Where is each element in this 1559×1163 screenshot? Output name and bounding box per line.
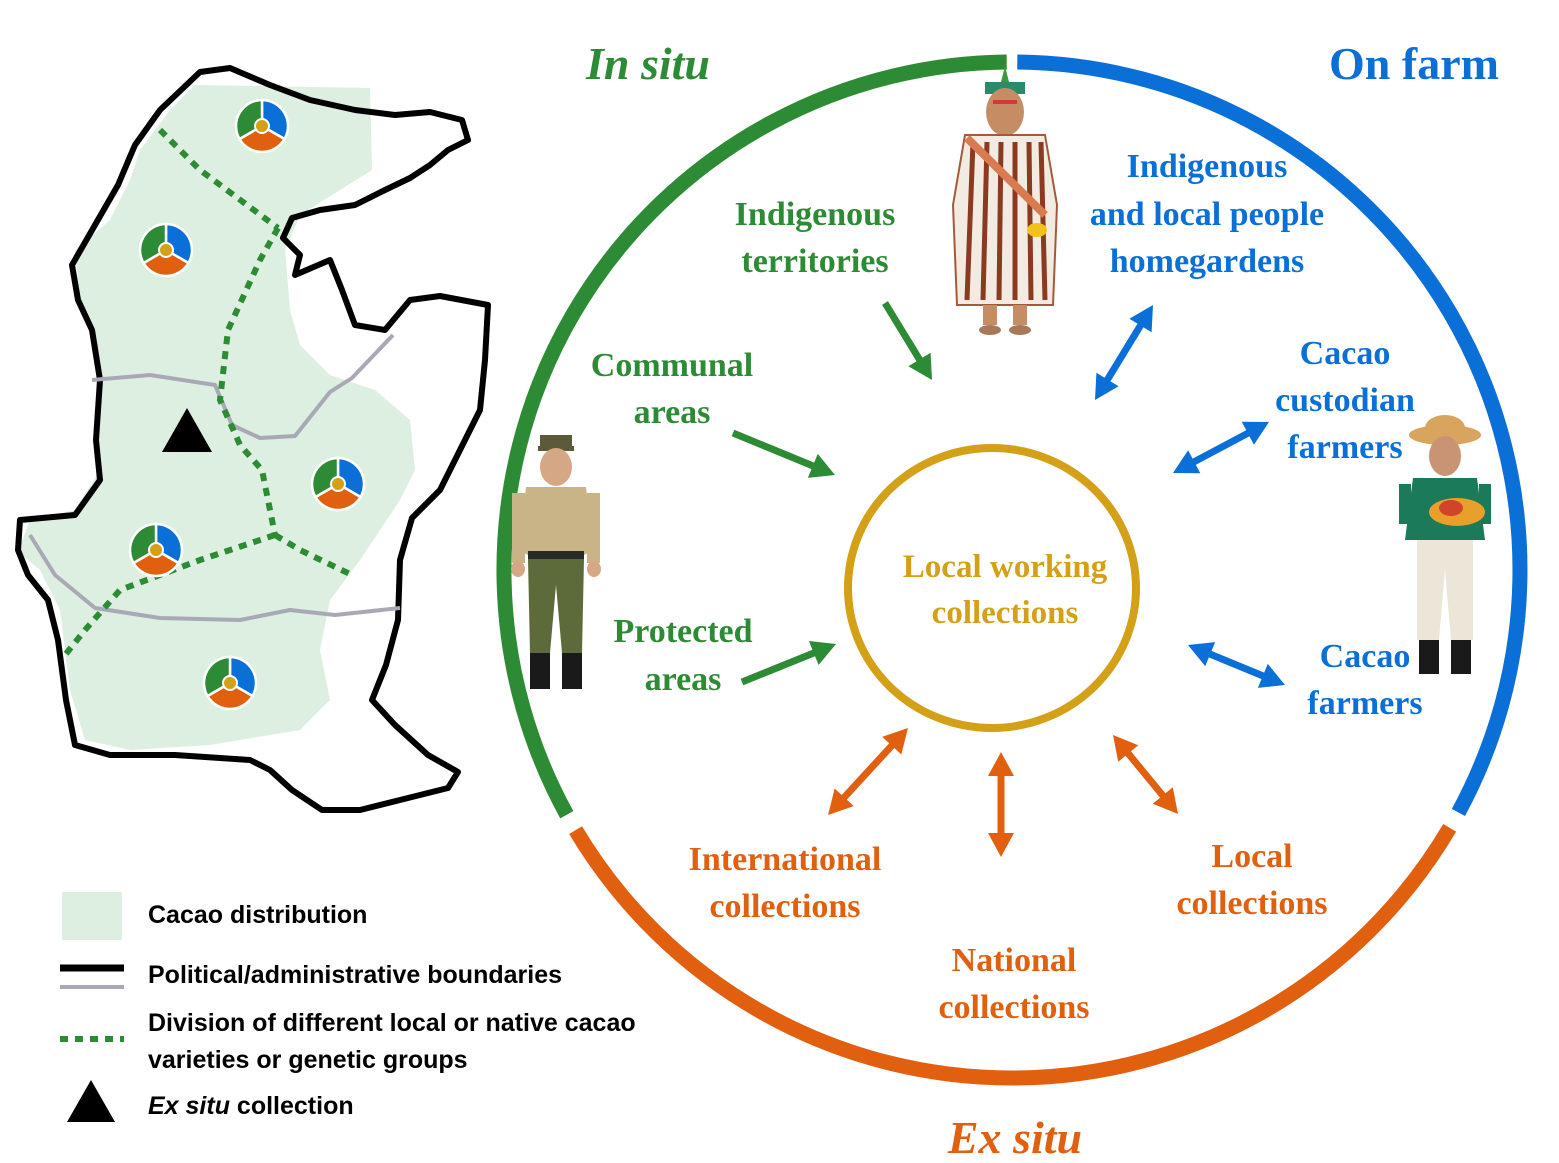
- arrow-local-collections-head: [1152, 787, 1178, 814]
- arrow-cacao-farmers-tail: [1188, 642, 1216, 667]
- indigenous-territories-line2: territories: [741, 243, 888, 280]
- ex-situ-labels: International collections National colle…: [689, 838, 1328, 1026]
- protected-areas-line2: areas: [645, 661, 722, 698]
- tri-color-pie-icon: [310, 456, 366, 512]
- custodian-farmers-line3: farmers: [1287, 429, 1402, 466]
- arrow-homegardens: [1101, 318, 1147, 387]
- pie-wedge: [131, 548, 181, 578]
- center-circle: [844, 444, 1140, 732]
- arrow-cacao-farmers: [1203, 648, 1270, 682]
- communal-areas-line1: Communal: [591, 347, 753, 384]
- genetic-group-divisions: [62, 127, 354, 657]
- gray-boundary-north: [91, 333, 395, 440]
- in-situ-labels: Indigenous territories Communal areas Pr…: [591, 196, 896, 698]
- farmer-illustration: [1399, 415, 1491, 674]
- arrow-national-collections-head: [988, 833, 1014, 857]
- arrow-communal-areas-head: [807, 453, 835, 478]
- arrow-communal-areas: [731, 429, 820, 472]
- national-collections-line2: collections: [938, 989, 1089, 1026]
- legend-distribution-swatch: [62, 892, 122, 940]
- arrow-homegardens-head: [1095, 372, 1119, 400]
- gray-boundary-south: [28, 533, 401, 622]
- arrow-protected-areas-head: [808, 640, 836, 666]
- tri-color-pie-icon: [128, 522, 184, 578]
- arrow-national-collections-tail: [988, 752, 1014, 776]
- label-ex-situ: Ex situ: [947, 1112, 1082, 1163]
- custodian-farmers-line1: Cacao: [1300, 335, 1391, 372]
- custodian-farmers-line2: custodian: [1275, 382, 1415, 419]
- protected-areas-line1: Protected: [613, 613, 752, 650]
- political-boundary-outline: [15, 65, 491, 813]
- ex-situ-triangle-icon: [162, 408, 212, 452]
- arrow-cacao-farmers-head: [1257, 663, 1285, 688]
- legend-division-label-line1: Division of different local or native ca…: [148, 1009, 636, 1037]
- local-collections-line2: collections: [1176, 885, 1327, 922]
- international-collections-line2: collections: [709, 888, 860, 925]
- arrow-indigenous-territories-head: [908, 352, 932, 380]
- tri-color-pie-icon: [138, 222, 194, 278]
- region-map: [15, 65, 491, 813]
- pie-wedge: [313, 482, 363, 512]
- arrow-custodian-farmers: [1187, 427, 1255, 468]
- arrow-local-collections-tail: [1113, 735, 1139, 762]
- pie-wedge: [141, 248, 191, 278]
- legend-distribution-label: Cacao distribution: [148, 901, 367, 929]
- local-collections-line1: Local: [1211, 838, 1292, 875]
- center-label-line2: collections: [932, 595, 1079, 631]
- arrow-international-collections-tail: [882, 728, 908, 755]
- arrow-group: [731, 301, 1285, 857]
- arrow-international-collections: [837, 738, 899, 805]
- pie-center-dot: [158, 242, 174, 258]
- arrow-local-collections: [1121, 746, 1170, 803]
- center-label-line1: Local working: [903, 549, 1108, 585]
- homegardens-line2: and local people: [1090, 196, 1324, 233]
- ring-arc-in-situ: [496, 54, 1007, 819]
- pie-center-dot: [330, 476, 346, 492]
- tri-color-pie-icon: [202, 655, 258, 711]
- pie-wedge: [237, 124, 287, 154]
- arrow-custodian-farmers-head: [1173, 450, 1201, 474]
- arrow-custodian-farmers-tail: [1241, 421, 1269, 445]
- legend-triangle-icon: [67, 1080, 115, 1122]
- pie-group: [128, 98, 366, 711]
- arrow-homegardens-tail: [1129, 305, 1153, 333]
- tri-color-pie-icon: [234, 98, 290, 154]
- pie-center-dot: [254, 118, 270, 134]
- ranger-illustration: [511, 435, 601, 689]
- homegardens-line3: homegardens: [1110, 243, 1305, 280]
- pie-center-dot: [148, 542, 164, 558]
- arrow-international-collections-head: [828, 788, 854, 815]
- cacao-farmers-line2: farmers: [1307, 685, 1422, 722]
- pie-center-dot: [222, 675, 238, 691]
- legend-boundaries-label: Political/administrative boundaries: [148, 961, 562, 989]
- on-farm-labels: Indigenous and local people homegardens …: [1090, 148, 1423, 722]
- pie-wedge: [205, 681, 255, 711]
- cacao-farmers-line1: Cacao: [1320, 638, 1411, 675]
- arrow-protected-areas: [740, 647, 821, 686]
- ring-arc-on-farm: [1017, 54, 1528, 816]
- label-in-situ: In situ: [585, 38, 710, 89]
- international-collections-line1: International: [689, 841, 882, 878]
- legend-ex-situ-rest: collection: [230, 1092, 354, 1120]
- indigenous-person-illustration: [951, 66, 1059, 335]
- communal-areas-line2: areas: [634, 394, 711, 431]
- ring-arc-ex-situ: [569, 823, 1457, 1086]
- legend-ex-situ-italic: Ex situ: [148, 1092, 230, 1120]
- legend-ex-situ-label: Ex situ collection: [148, 1092, 354, 1120]
- cacao-distribution-area: [18, 85, 415, 750]
- legend: Cacao distribution Political/administrat…: [60, 892, 636, 1122]
- national-collections-line1: National: [952, 942, 1077, 979]
- outer-ring: [496, 54, 1528, 1086]
- arrow-indigenous-territories: [882, 301, 926, 367]
- legend-division-label-line2: varieties or genetic groups: [148, 1046, 468, 1074]
- label-on-farm: On farm: [1329, 38, 1499, 89]
- homegardens-line1: Indigenous: [1127, 148, 1288, 185]
- indigenous-territories-line1: Indigenous: [735, 196, 896, 233]
